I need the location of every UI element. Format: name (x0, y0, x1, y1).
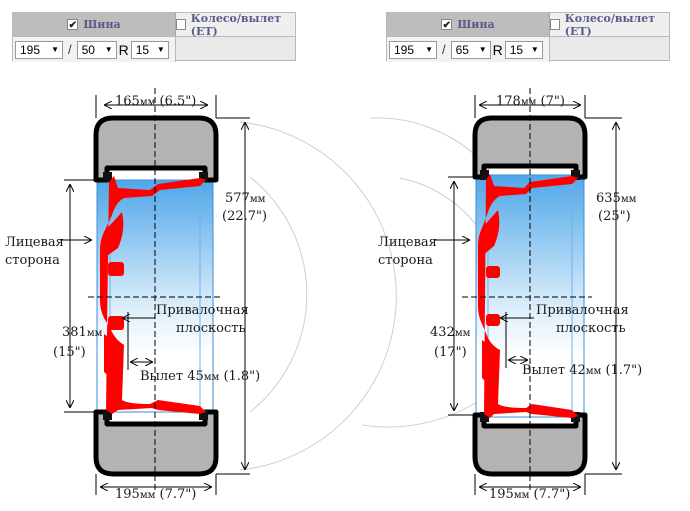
tab-tire-label: Шина (457, 18, 495, 31)
top-width-label: 165мм (6.5") (115, 94, 196, 109)
rim-prefix: R (118, 41, 129, 58)
rim-diameter-label: 432мм (430, 325, 471, 340)
face-side-label: Лицевая (5, 235, 64, 250)
bottom-width-label: 195мм (7.7") (489, 487, 570, 502)
tire-width-value: 195 (394, 42, 415, 57)
tab-tire-label: Шина (83, 18, 121, 31)
tire-profile-select[interactable]: 50 ▼ (76, 40, 117, 59)
rim-diameter-select[interactable]: 15 ▼ (504, 40, 543, 59)
tire-profile-value: 65 (455, 42, 469, 57)
rim-diameter-value: 15 (135, 42, 150, 57)
tire-selector-panel-2: ✔ Шина Колесо/вылет (ET) 195 ▼ / 65 ▼ R … (386, 11, 670, 62)
tab-wheel-offset[interactable]: Колесо/вылет (ET) (550, 11, 669, 38)
offset-label: Вылет 42мм (1.7") (522, 363, 642, 378)
tire-profile-value: 50 (81, 42, 95, 57)
rim-profile-red (478, 174, 578, 418)
tire-bottom-section (93, 409, 219, 477)
tire-checkbox[interactable]: ✔ (441, 19, 453, 31)
mounting-plane-label: Привалочная (156, 303, 249, 318)
diameter-inch-label: (22.7") (222, 209, 267, 224)
rim-diameter-select[interactable]: 15 ▼ (130, 40, 169, 59)
face-side-label: Лицевая (378, 235, 437, 250)
wheel-diagram-right: 178мм (7") 635мм (25") Лицевая сторона 4… (361, 88, 642, 502)
mounting-plane-label: плоскость (176, 321, 246, 336)
face-side-label: сторона (378, 253, 433, 268)
tab-wheel-label: Колесо/вылет (ET) (564, 11, 656, 38)
chevron-down-icon: ▼ (156, 45, 165, 54)
rim-outline-arc (249, 176, 308, 413)
tire-top-section (93, 115, 219, 183)
offset-label: Вылет 45мм (1.8") (140, 369, 260, 384)
tire-width-value: 195 (20, 42, 41, 57)
tab-tire[interactable]: ✔ Шина (387, 13, 550, 36)
tire-profile-select[interactable]: 65 ▼ (450, 40, 491, 59)
size-selects: 195 ▼ / 50 ▼ R 15 ▼ (13, 37, 176, 62)
panel-tabs: ✔ Шина Колесо/вылет (ET) (13, 11, 295, 38)
tab-tire[interactable]: ✔ Шина (13, 13, 176, 36)
rim-profile-red (100, 176, 206, 414)
bottom-width-label: 195мм (7.7") (115, 487, 196, 502)
wheel-checkbox[interactable] (176, 19, 186, 30)
chevron-down-icon: ▼ (530, 45, 539, 54)
size-selects: 195 ▼ / 65 ▼ R 15 ▼ (387, 37, 550, 62)
size-separator: / (442, 42, 446, 57)
wheel-diagram-left: 165мм (6.5") 577мм (22.7") Лицевая сторо… (5, 88, 397, 502)
rim-diameter-label: 381мм (62, 325, 103, 340)
chevron-down-icon: ▼ (425, 45, 433, 54)
diameter-label: 577мм (225, 191, 266, 206)
diameter-label: 635мм (596, 191, 637, 206)
rim-diameter-inch-label: (15") (53, 345, 86, 360)
mounting-plane-label: Привалочная (536, 303, 629, 318)
tire-width-select[interactable]: 195 ▼ (15, 40, 63, 59)
tire-outline-arc (239, 121, 397, 471)
size-separator: / (68, 42, 72, 57)
panel-tabs: ✔ Шина Колесо/вылет (ET) (387, 11, 669, 38)
face-side-label: сторона (5, 253, 60, 268)
tab-wheel-offset[interactable]: Колесо/вылет (ET) (176, 11, 295, 38)
diameter-inch-label: (25") (598, 209, 631, 224)
top-width-label: 178мм (7") (496, 94, 565, 109)
chevron-down-icon: ▼ (104, 45, 113, 54)
wheel-checkbox[interactable] (550, 19, 560, 30)
rim-diameter-inch-label: (17") (434, 345, 467, 360)
tire-width-select[interactable]: 195 ▼ (389, 40, 437, 59)
tire-outline-arc (369, 117, 491, 171)
chevron-down-icon: ▼ (51, 45, 59, 54)
rim-outline-arc (361, 399, 481, 428)
rim-prefix: R (492, 41, 503, 58)
rim-diameter-value: 15 (509, 42, 524, 57)
tire-checkbox[interactable]: ✔ (67, 19, 79, 31)
tab-wheel-label: Колесо/вылет (ET) (190, 11, 282, 38)
tire-selector-panel-1: ✔ Шина Колесо/вылет (ET) 195 ▼ / 50 ▼ R … (12, 11, 296, 62)
mounting-plane-label: плоскость (556, 321, 626, 336)
chevron-down-icon: ▼ (478, 45, 487, 54)
